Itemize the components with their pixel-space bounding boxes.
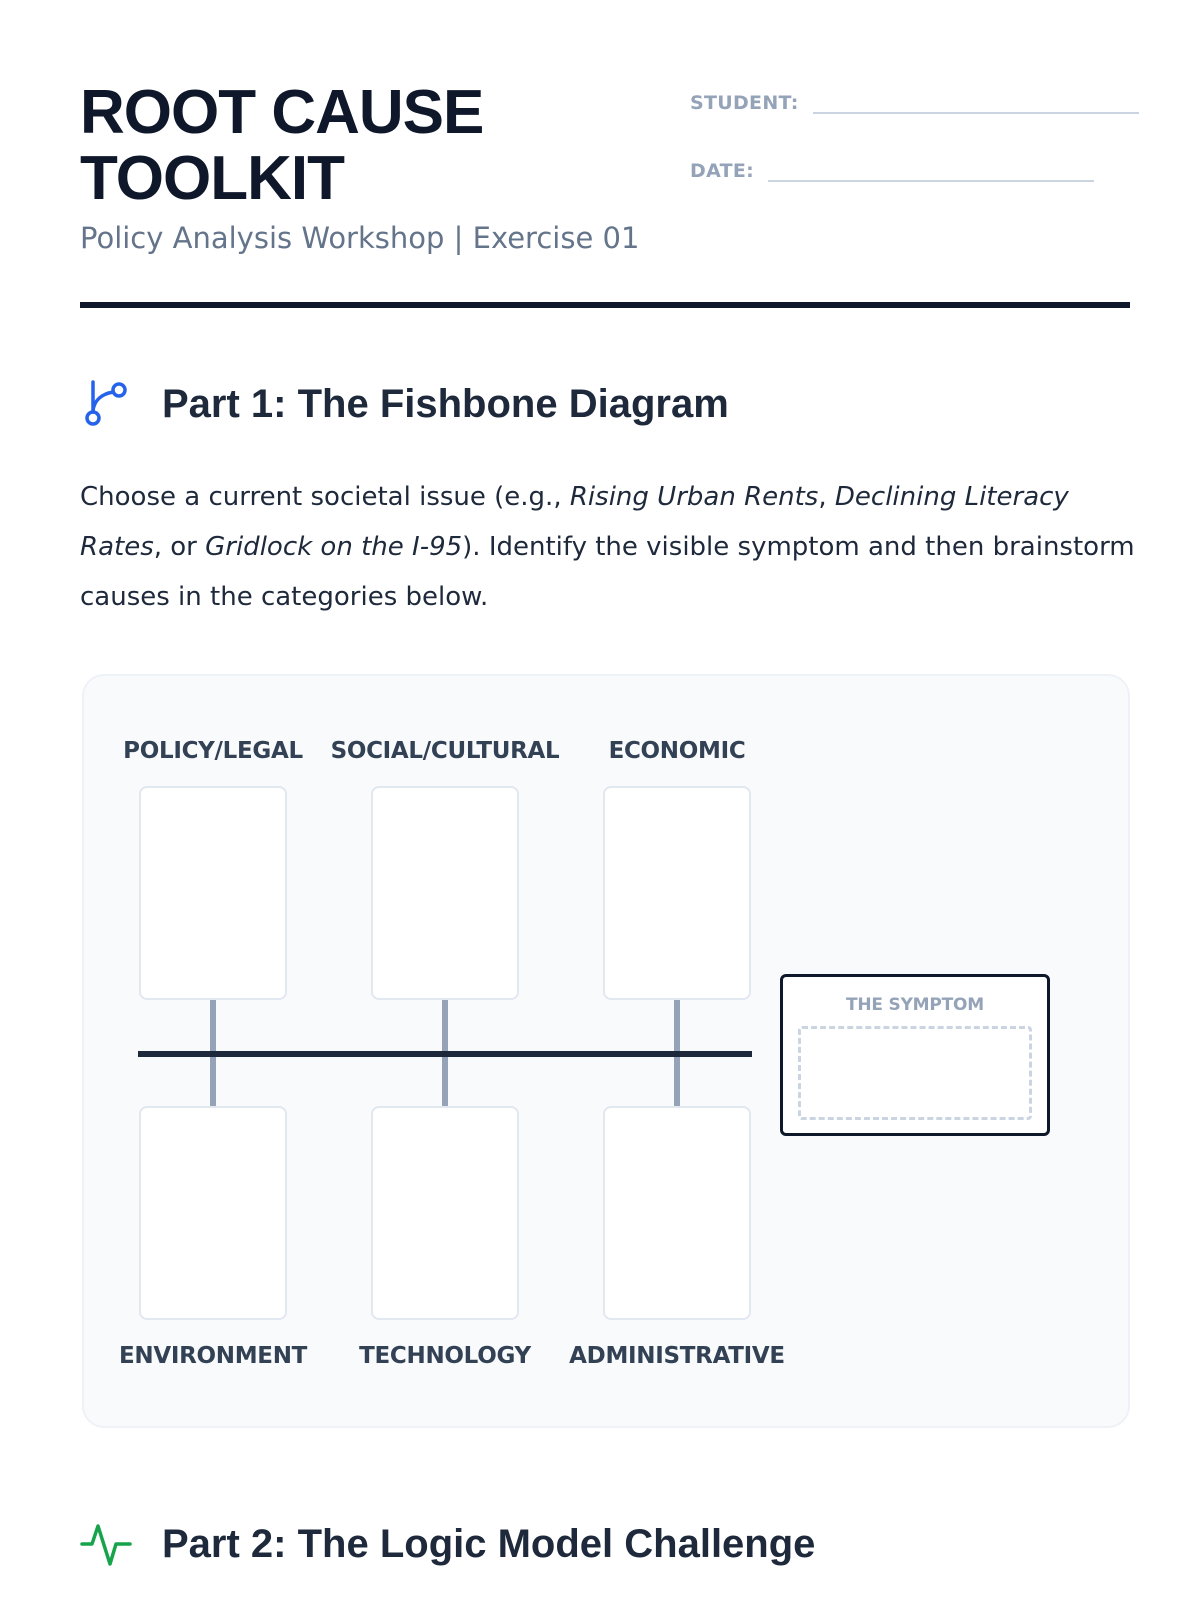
page-title: ROOT CAUSE TOOLKIT bbox=[80, 78, 484, 213]
category-label-economic: ECONOMIC bbox=[608, 738, 746, 764]
date-field: DATE: bbox=[690, 160, 1095, 182]
part1-instructions: Choose a current societal issue (e.g., R… bbox=[80, 482, 1135, 612]
cause-box-technology[interactable] bbox=[371, 1106, 519, 1320]
example-issue-2: Declining Literacy Rates bbox=[80, 482, 1069, 562]
symptom-label: THE SYMPTOM bbox=[845, 995, 985, 1015]
category-label-policy-legal: POLICY/LEGAL bbox=[123, 738, 303, 764]
cause-box-economic[interactable] bbox=[603, 786, 751, 1000]
student-label: STUDENT: bbox=[690, 92, 799, 114]
example-issue-3: Gridlock on the I-95 bbox=[205, 532, 463, 562]
fishbone-spine bbox=[138, 1051, 752, 1057]
category-label-administrative: ADMINISTRATIVE bbox=[569, 1343, 785, 1369]
student-field: STUDENT: bbox=[690, 92, 1139, 114]
activity-icon bbox=[80, 1524, 132, 1566]
part2-title: Part 2: The Logic Model Challenge bbox=[162, 1521, 816, 1566]
symptom-box: THE SYMPTOM bbox=[780, 974, 1050, 1136]
category-label-environment: ENVIRONMENT bbox=[118, 1343, 308, 1369]
category-label-social-cultural: SOCIAL/CULTURAL bbox=[330, 738, 560, 764]
git-branch-icon bbox=[85, 380, 127, 426]
student-input-line[interactable] bbox=[812, 112, 1139, 114]
symptom-input-area[interactable] bbox=[798, 1026, 1032, 1120]
cause-box-environment[interactable] bbox=[139, 1106, 287, 1320]
category-label-technology: TECHNOLOGY bbox=[359, 1343, 531, 1369]
example-issue-1: Rising Urban Rents bbox=[569, 482, 819, 512]
cause-box-administrative[interactable] bbox=[603, 1106, 751, 1320]
page-subtitle: Policy Analysis Workshop | Exercise 01 bbox=[80, 221, 640, 255]
part1-title: Part 1: The Fishbone Diagram bbox=[162, 381, 729, 426]
cause-box-social-cultural[interactable] bbox=[371, 786, 519, 1000]
date-input-line[interactable] bbox=[768, 180, 1095, 182]
header-divider bbox=[80, 302, 1130, 308]
part1-heading: Part 1: The Fishbone Diagram bbox=[80, 378, 729, 430]
date-label: DATE: bbox=[690, 160, 755, 182]
part2-heading: Part 2: The Logic Model Challenge bbox=[80, 1518, 815, 1570]
cause-box-policy-legal[interactable] bbox=[139, 786, 287, 1000]
